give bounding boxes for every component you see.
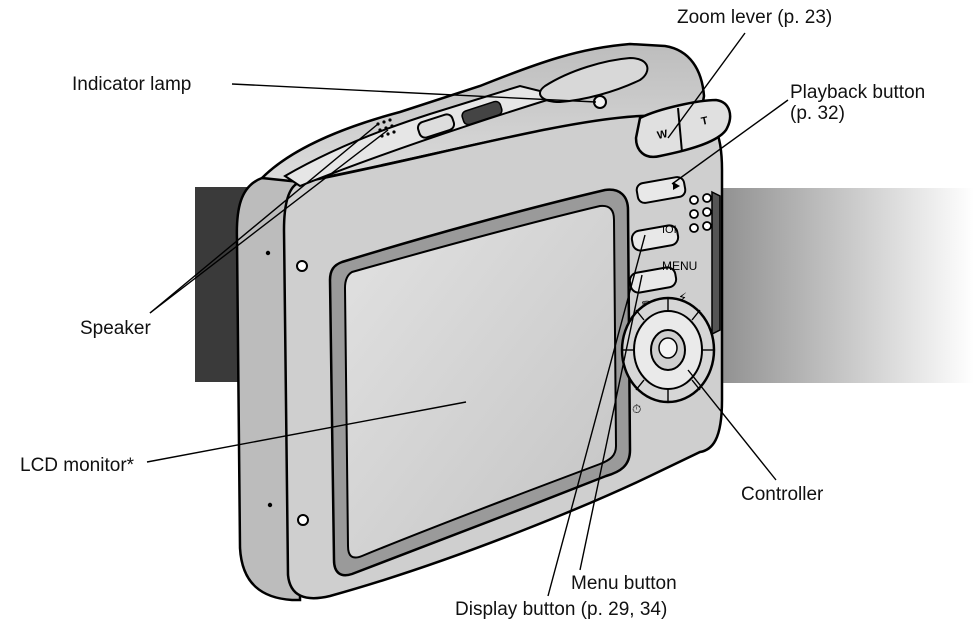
zoom-wide-mark: W [656, 128, 669, 142]
label-display-button: Display button (p. 29, 34) [455, 599, 668, 620]
play-icon [673, 182, 680, 190]
screw-bottom [297, 514, 309, 526]
leader-playback-button [671, 99, 789, 185]
label-menu-button: Menu button [571, 573, 677, 594]
leader-speaker-1 [149, 123, 379, 314]
leader-zoom-lever [667, 32, 746, 139]
screw-top [296, 260, 308, 272]
display-button: IOI [630, 224, 680, 252]
leader-speaker-2 [149, 129, 389, 314]
leader-lcd-monitor [146, 401, 467, 463]
right-strap [711, 190, 721, 336]
leader-menu-button [579, 274, 643, 571]
label-playback-button-line1: Playback button [790, 82, 926, 103]
label-speaker: Speaker [80, 318, 151, 339]
flash-icon: ⚡ [678, 291, 687, 306]
self-timer-icon: ⏱ [632, 402, 641, 416]
menu-button-mark: MENU [662, 259, 697, 273]
controller [620, 296, 716, 404]
leader-display-button [547, 234, 646, 597]
leader-controller [687, 369, 777, 481]
menu-button: MENU [628, 259, 697, 294]
label-lcd-monitor: LCD monitor* [20, 455, 135, 476]
leader-lines [146, 32, 789, 597]
zoom-tele-mark: T [700, 115, 709, 128]
shutter-release [539, 56, 649, 104]
label-zoom-lever: Zoom lever (p. 23) [677, 7, 833, 28]
leader-indicator-lamp [231, 83, 597, 103]
mode-switch [416, 113, 456, 139]
label-controller: Controller [741, 484, 824, 505]
strap-dot-bottom [267, 502, 273, 508]
label-playback-button-line2: (p. 32) [790, 103, 845, 124]
display-button-mark: IOI [662, 224, 677, 236]
strap-dot-top [265, 250, 271, 256]
mode-switch-slot [461, 100, 503, 126]
label-indicator-lamp: Indicator lamp [72, 74, 192, 95]
background-band-right [705, 188, 974, 383]
dot-pattern [689, 193, 712, 233]
lcd-screen [343, 204, 618, 559]
label-playback-button: Playback button (p. 32) [790, 82, 925, 124]
